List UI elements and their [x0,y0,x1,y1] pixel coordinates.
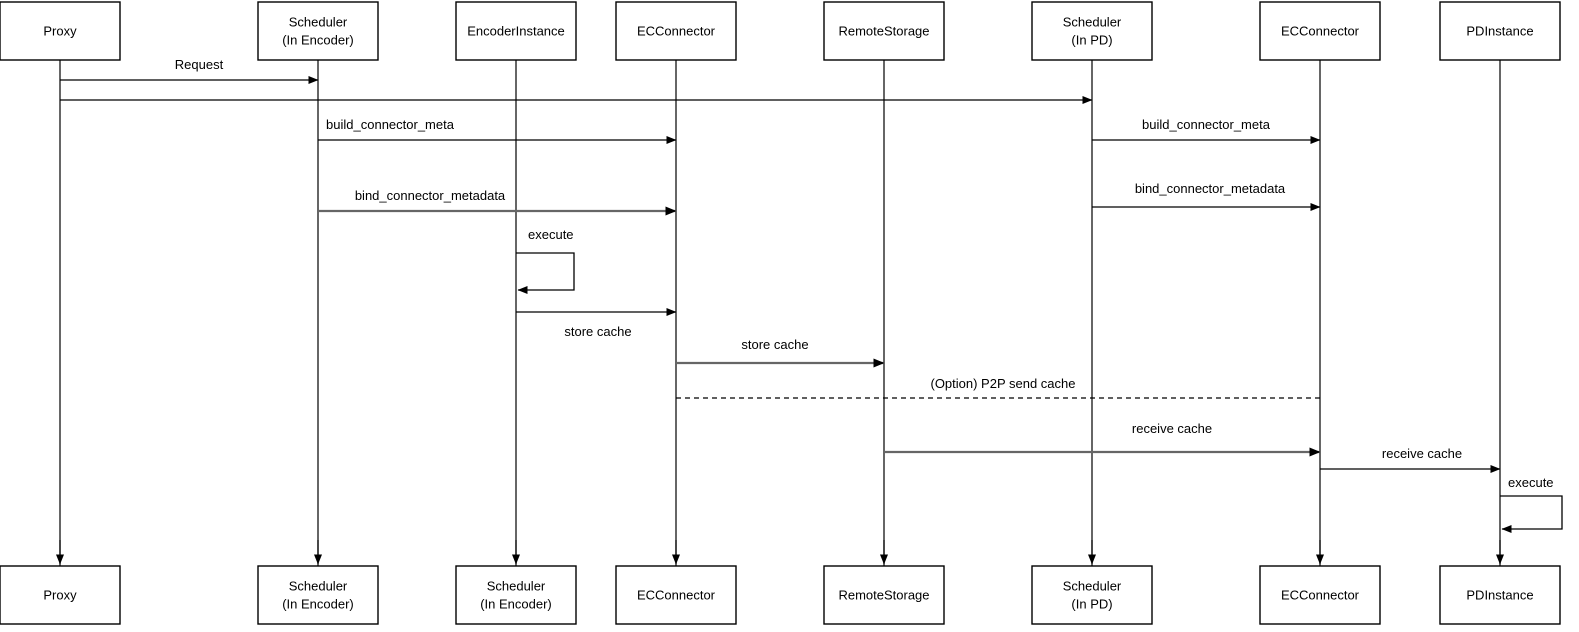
message-label-receive-cache-storage-to-ec: receive cache [1132,421,1212,436]
message-label-bind-connector-metadata-pd: bind_connector_metadata [1135,181,1286,196]
actor-box-ecconnector-pd-bottom[interactable] [1259,565,1381,625]
message-label-store-cache-encoder: store cache [564,324,631,339]
actor-box-proxy-bottom[interactable] [0,565,121,625]
self-message-label-execute-encoder-instance: execute [528,227,574,242]
actor-label-pd-instance: PDInstance [1466,23,1533,38]
actor-label-scheduler-pd-bottom-line2: (In PD) [1071,596,1112,611]
actor-label-scheduler-pd-line1: Scheduler [1063,14,1122,29]
actor-box-proxy[interactable] [0,1,121,61]
actor-label-scheduler-pd-bottom-line1: Scheduler [1063,578,1122,593]
actor-box-remote-storage-bottom[interactable] [823,565,945,625]
actor-box-remote-storage[interactable] [823,1,945,61]
actor-label-ecconnector-pd: ECConnector [1281,23,1360,38]
actor-label-remote-storage: RemoteStorage [838,23,929,38]
actor-box-ecconnector-enc[interactable] [615,1,737,61]
actor-label-encoder-instance-bottom-line1: Scheduler [487,578,546,593]
self-message-loop-execute-pd-instance[interactable] [1500,495,1563,533]
actor-label-scheduler-encoder-line2: (In Encoder) [282,32,354,47]
actor-box-scheduler-pd[interactable] [1031,1,1153,61]
messages-group: Request build_connector_meta build_connect… [60,57,1501,473]
actor-label-ecconnector-enc-bottom: ECConnector [637,587,716,602]
actor-box-pd-instance-bottom[interactable] [1439,565,1561,625]
message-label-store-cache-remote: store cache [741,337,808,352]
actor-box-scheduler-encoder-bottom[interactable] [257,565,379,625]
message-label-bind-connector-metadata-encoder: bind_connector_metadata [355,188,506,203]
actor-label-proxy-bottom: Proxy [43,587,77,602]
message-label-request: Request [175,57,224,72]
message-label-p2p-send-cache: (Option) P2P send cache [930,376,1075,391]
actor-label-proxy: Proxy [43,23,77,38]
actors-top-group: Proxy Scheduler (In Encoder) EncoderInstanc… [0,1,1561,61]
actor-label-remote-storage-bottom: RemoteStorage [838,587,929,602]
actor-label-scheduler-encoder-bottom-line2: (In Encoder) [282,596,354,611]
actor-label-encoder-instance: EncoderInstance [467,23,565,38]
actor-box-pd-instance[interactable] [1439,1,1561,61]
actor-label-ecconnector-pd-bottom: ECConnector [1281,587,1360,602]
self-message-label-execute-pd-instance: execute [1508,475,1554,490]
self-messages-group: execute execute [516,227,1563,533]
actor-box-ecconnector-pd[interactable] [1259,1,1381,61]
actors-bottom-group: Proxy Scheduler (In Encoder) Scheduler (In E… [0,565,1561,625]
actor-label-ecconnector-enc: ECConnector [637,23,716,38]
self-message-loop-execute-encoder-instance[interactable] [516,252,575,294]
actor-label-pd-instance-bottom: PDInstance [1466,587,1533,602]
actor-box-scheduler-pd-bottom[interactable] [1031,565,1153,625]
actor-label-scheduler-encoder-bottom-line1: Scheduler [289,578,348,593]
message-label-build-connector-meta-encoder: build_connector_meta [326,117,455,132]
actor-label-encoder-instance-bottom-line2: (In Encoder) [480,596,552,611]
actor-label-scheduler-pd-line2: (In PD) [1071,32,1112,47]
actor-box-encoder-instance-bottom[interactable] [455,565,577,625]
message-label-receive-cache-ec-to-pd: receive cache [1382,446,1462,461]
actor-label-scheduler-encoder-line1: Scheduler [289,14,348,29]
lifelines-group [56,60,1504,566]
message-label-build-connector-meta-pd: build_connector_meta [1142,117,1271,132]
actor-box-scheduler-encoder[interactable] [257,1,379,61]
actor-box-ecconnector-enc-bottom[interactable] [615,565,737,625]
actor-box-encoder-instance[interactable] [455,1,577,61]
